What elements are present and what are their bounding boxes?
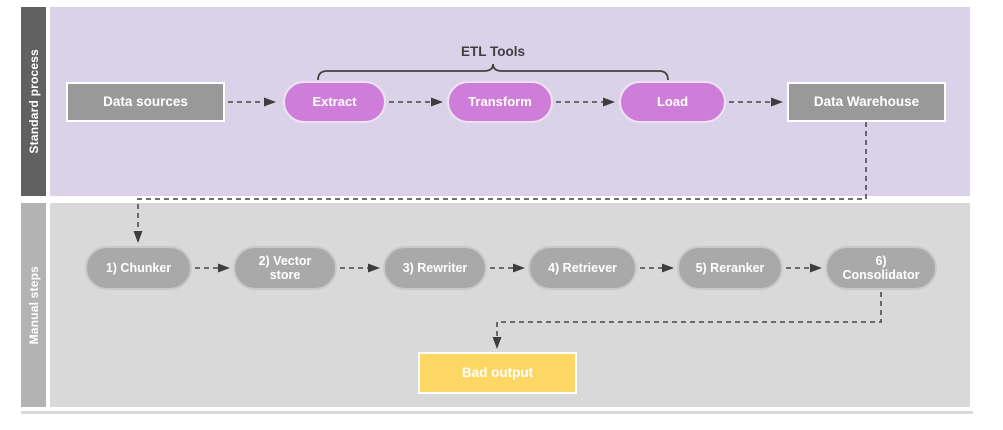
node-bad-output-label: Bad output: [461, 365, 534, 381]
node-extract: Extract: [283, 81, 386, 123]
node-load-label: Load: [656, 93, 689, 109]
node-transform: Transform: [447, 81, 553, 123]
node-chunker: 1) Chunker: [85, 246, 192, 290]
etl-tools-group-label: ETL Tools: [461, 44, 525, 59]
lane-label-standard-process-text: Standard process: [26, 49, 41, 154]
node-rewriter: 3) Rewriter: [383, 246, 487, 290]
node-bad-output: Bad output: [418, 352, 577, 394]
node-vector-store: 2) Vector store: [233, 246, 337, 290]
node-data-sources: Data sources: [66, 82, 225, 122]
node-chunker-label: 1) Chunker: [105, 260, 172, 275]
node-reranker: 5) Reranker: [677, 246, 783, 290]
node-data-sources-label: Data sources: [103, 94, 188, 110]
node-consolidator-label: 6) Consolidator: [842, 253, 920, 282]
node-transform-label: Transform: [468, 93, 532, 109]
node-retriever: 4) Retriever: [528, 246, 637, 290]
node-reranker-label: 5) Reranker: [695, 260, 765, 275]
node-rewriter-label: 3) Rewriter: [402, 260, 468, 275]
node-consolidator: 6) Consolidator: [825, 246, 937, 290]
node-data-warehouse: Data Warehouse: [787, 82, 946, 122]
node-vector-store-label: 2) Vector store: [258, 253, 312, 282]
node-load: Load: [619, 81, 726, 123]
lane-label-manual-steps-text: Manual steps: [26, 265, 41, 345]
page-edge-line: [21, 411, 973, 414]
node-extract-label: Extract: [312, 93, 357, 109]
node-retriever-label: 4) Retriever: [548, 260, 617, 275]
lane-label-manual-steps: Manual steps: [21, 203, 46, 407]
node-data-warehouse-label: Data Warehouse: [813, 94, 920, 110]
lane-label-standard-process: Standard process: [21, 7, 46, 196]
